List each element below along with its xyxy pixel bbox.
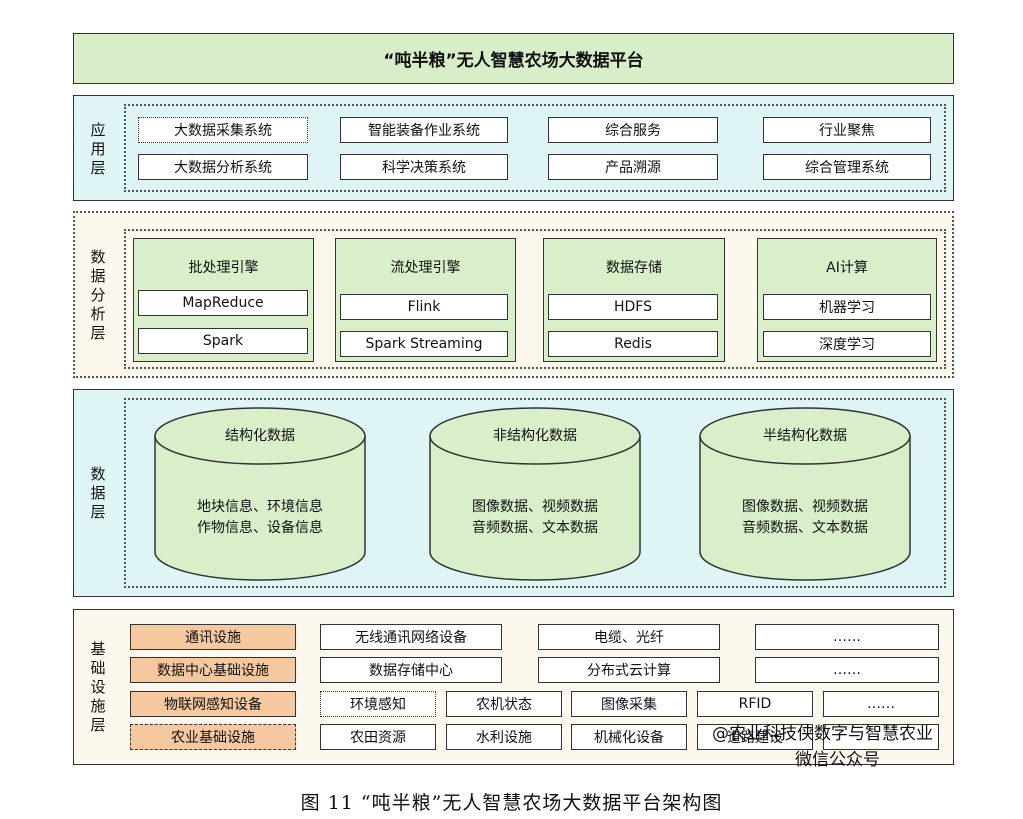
layer-label-text: 基础设施层 xyxy=(90,639,106,734)
cylinder-title: 非结构化数据 xyxy=(493,428,577,444)
infra-item: …… xyxy=(755,657,939,683)
infra-category: 数据中心基础设施 xyxy=(130,657,296,683)
infra-item: 图像采集 xyxy=(571,691,687,717)
infra-item: 无线通讯网络设备 xyxy=(320,624,502,650)
platform-title: “吨半粮”无人智慧农场大数据平台 xyxy=(73,33,954,84)
infra-item: 水利设施 xyxy=(446,724,562,750)
cylinder-desc: 图像数据、视频数据 xyxy=(472,499,598,515)
analysis-layer-label: 数据分析层 xyxy=(80,222,116,368)
infra-item: 道路建设 xyxy=(697,724,813,750)
database-cylinder xyxy=(429,407,641,581)
cylinder-desc: 音频数据、文本数据 xyxy=(742,520,868,536)
app-module: 行业聚焦 xyxy=(763,117,931,143)
infra-item: RFID xyxy=(697,691,813,717)
application-layer-label: 应用层 xyxy=(80,104,116,194)
data-layer-label: 数据层 xyxy=(80,398,116,588)
infra-item: …… xyxy=(755,624,939,650)
infra-item: 环境感知 xyxy=(320,691,436,717)
app-module: 科学决策系统 xyxy=(340,154,508,180)
figure-caption: 图 11 “吨半粮”无人智慧农场大数据平台架构图 xyxy=(300,792,723,814)
engine-title: 批处理引擎 xyxy=(188,260,259,276)
engine-item: Spark xyxy=(138,328,308,354)
engine-item: 机器学习 xyxy=(763,294,931,320)
engine-item: MapReduce xyxy=(138,290,308,316)
watermark-line2: 微信公众号 xyxy=(795,750,880,770)
cylinder-desc: 图像数据、视频数据 xyxy=(742,499,868,515)
infrastructure-layer-label: 基础设施层 xyxy=(80,618,116,756)
database-cylinder xyxy=(699,407,911,581)
infra-item: 机械化设备 xyxy=(571,724,687,750)
infra-item: 农田资源 xyxy=(320,724,436,750)
analysis-layer-inner xyxy=(124,229,946,369)
application-layer-inner xyxy=(124,104,946,192)
infra-category: 物联网感知设备 xyxy=(130,691,296,717)
cylinder-title: 半结构化数据 xyxy=(763,428,847,444)
database-cylinder xyxy=(154,407,366,581)
layer-label-text: 应用层 xyxy=(90,120,106,177)
app-module: 智能装备作业系统 xyxy=(340,117,508,143)
infra-category: 农业基础设施 xyxy=(130,724,296,750)
app-module: 综合管理系统 xyxy=(763,154,931,180)
infra-item: 分布式云计算 xyxy=(538,657,720,683)
data-layer-inner xyxy=(124,398,946,588)
app-module: 综合服务 xyxy=(548,117,718,143)
application-layer xyxy=(73,95,954,201)
watermark-line1: @农业科技侠数字与智慧农业 xyxy=(712,724,933,744)
infra-item: 电缆、光纤 xyxy=(538,624,720,650)
engine-item: Redis xyxy=(548,331,718,357)
app-module: 大数据采集系统 xyxy=(138,117,308,143)
infra-item: 数据存储中心 xyxy=(320,657,502,683)
infra-item: …… xyxy=(823,691,939,717)
infra-item-empty xyxy=(823,724,939,750)
engine-title: 数据存储 xyxy=(606,260,662,276)
engine-item: Spark Streaming xyxy=(340,331,508,357)
engine-title: AI计算 xyxy=(826,260,868,276)
cylinder-title: 结构化数据 xyxy=(225,428,295,444)
engine-item: HDFS xyxy=(548,294,718,320)
layer-label-text: 数据层 xyxy=(90,464,106,521)
cylinder-desc: 作物信息、设备信息 xyxy=(197,520,323,536)
app-module: 产品溯源 xyxy=(548,154,718,180)
cylinder-desc: 音频数据、文本数据 xyxy=(472,520,598,536)
engine-title: 流处理引擎 xyxy=(390,260,461,276)
app-module: 大数据分析系统 xyxy=(138,154,308,180)
engine-item: Flink xyxy=(340,294,508,320)
layer-label-text: 数据分析层 xyxy=(90,247,106,342)
infra-item: 农机状态 xyxy=(446,691,562,717)
infra-category: 通讯设施 xyxy=(130,624,296,650)
cylinder-desc: 地块信息、环境信息 xyxy=(197,499,323,515)
engine-item: 深度学习 xyxy=(763,331,931,357)
